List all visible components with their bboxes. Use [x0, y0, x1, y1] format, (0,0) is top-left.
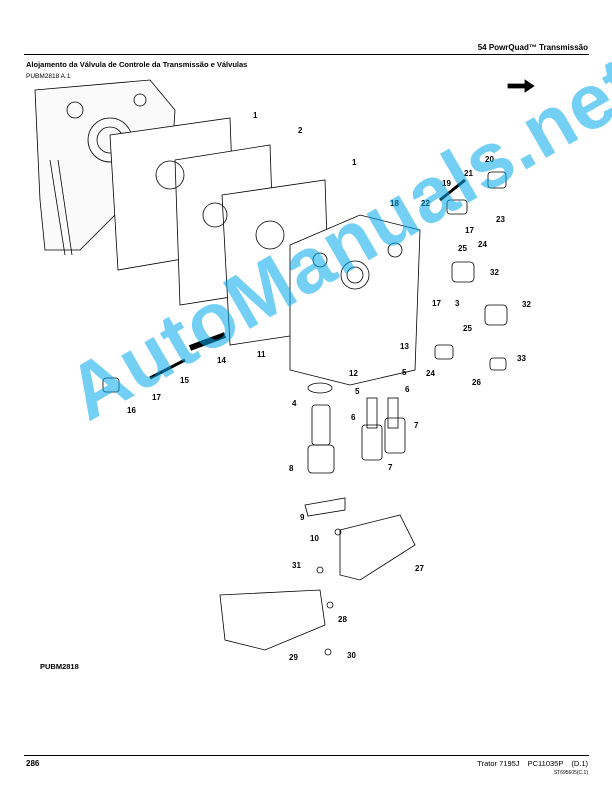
callout-label: 21 — [464, 169, 473, 178]
callout-label: 30 — [347, 651, 356, 660]
callout-label: 9 — [300, 513, 305, 522]
callout-label: 23 — [496, 215, 505, 224]
callout-label: 26 — [472, 378, 481, 387]
callout-label: 16 — [127, 406, 136, 415]
callout-label: 27 — [415, 564, 424, 573]
callout-label: 1 — [253, 111, 258, 120]
callout-label: 2 — [298, 126, 303, 135]
callout-label: 20 — [485, 155, 494, 164]
callout-label: 1 — [352, 158, 357, 167]
footer-stamp: ST695605(C.1) — [553, 770, 588, 776]
callout-label: 7 — [388, 463, 393, 472]
callout-label: 5 — [355, 387, 360, 396]
footer-model: Trator 7195J — [477, 759, 520, 768]
callout-label: 33 — [517, 354, 526, 363]
callout-label: 29 — [289, 653, 298, 662]
header-divider — [24, 54, 589, 55]
callout-label: 19 — [442, 179, 451, 188]
callout-label: 24 — [478, 240, 487, 249]
callout-label: 32 — [490, 268, 499, 277]
callout-label: 14 — [217, 356, 226, 365]
page-number: 286 — [26, 759, 40, 768]
callout-label: 6 — [351, 413, 356, 422]
callout-label: 3 — [455, 299, 460, 308]
page-title: Alojamento da Válvula de Controle da Tra… — [26, 60, 248, 69]
callout-label: 28 — [338, 615, 347, 624]
callout-label: 5 — [402, 368, 407, 377]
figure-code: PUBM2818 — [40, 662, 79, 671]
callout-label: 18 — [390, 199, 399, 208]
callout-label: 22 — [421, 199, 430, 208]
callout-label: 10 — [310, 534, 319, 543]
footer-info: Trator 7195J PC11035P (D.1) — [471, 759, 588, 768]
callout-label: 6 — [405, 385, 410, 394]
footer-divider — [24, 755, 589, 756]
callout-label: 7 — [414, 421, 419, 430]
footer-revision: (D.1) — [571, 759, 588, 768]
callout-label: 8 — [289, 464, 294, 473]
callout-label: 17 — [465, 226, 474, 235]
callout-label: 4 — [292, 399, 297, 408]
callout-label: 32 — [522, 300, 531, 309]
callout-label: 11 — [257, 350, 266, 359]
callout-label: 31 — [292, 561, 301, 570]
callout-label: 25 — [463, 324, 472, 333]
callout-label: 25 — [458, 244, 467, 253]
figure-reference: PUBM2818 A.1 — [26, 73, 71, 80]
callout-label: 17 — [432, 299, 441, 308]
section-header: 54 PowrQuad™ Transmissão — [477, 43, 588, 52]
footer-catalog: PC11035P — [527, 759, 564, 768]
callout-label: 13 — [400, 342, 409, 351]
callout-label: 15 — [180, 376, 189, 385]
callout-label: 17 — [152, 393, 161, 402]
callout-label: 12 — [349, 369, 358, 378]
callout-label: 24 — [426, 369, 435, 378]
